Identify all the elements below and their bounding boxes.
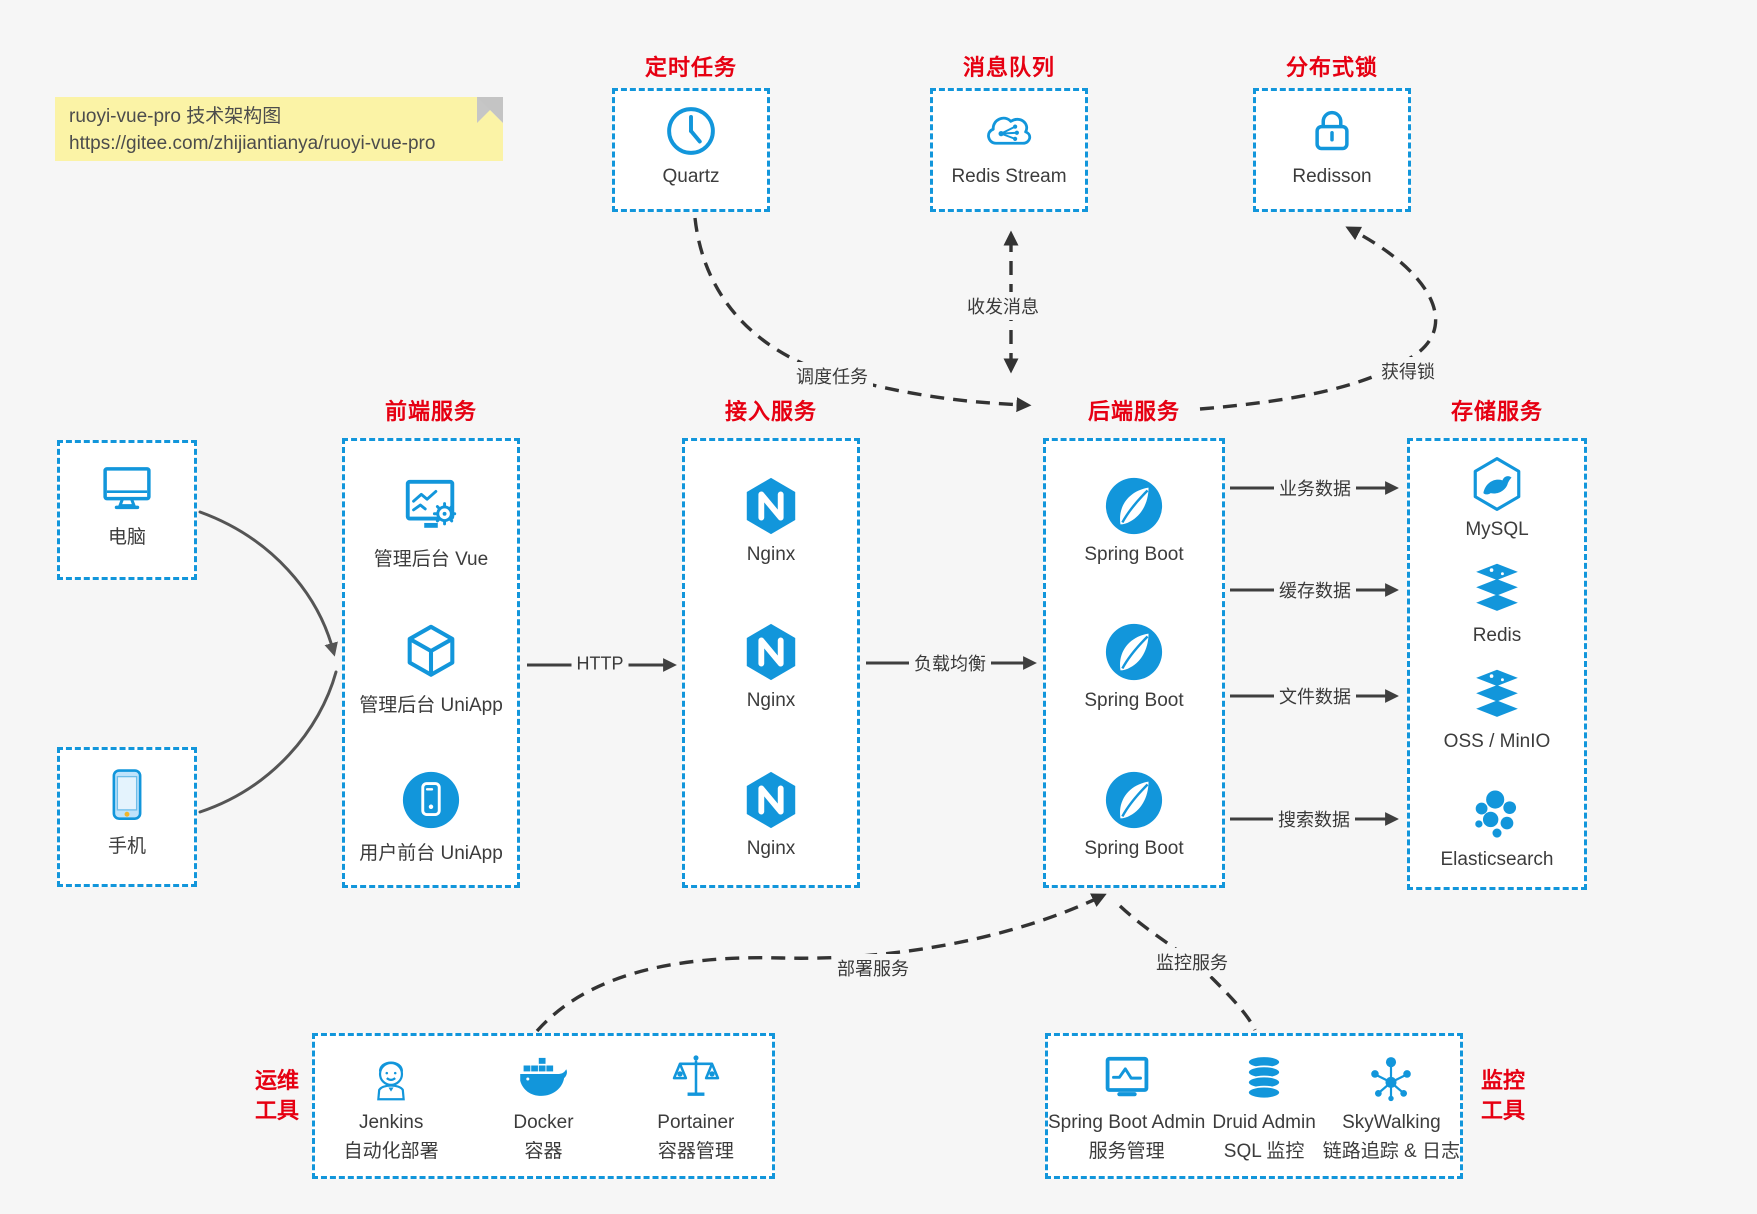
frontend-box: 管理后台 Vue 管理后台 UniApp 用户前台 UniApp bbox=[342, 438, 520, 888]
cache-data-label: 缓存数据 bbox=[1274, 576, 1356, 604]
spring-boot-icon bbox=[1105, 771, 1163, 829]
druid-admin-label: Druid Admin bbox=[1212, 1112, 1316, 1133]
backend-box: Spring Boot Spring Boot Spring Boot bbox=[1043, 438, 1225, 888]
search-data-label: 搜索数据 bbox=[1273, 805, 1355, 833]
spring-boot-icon bbox=[1105, 477, 1163, 535]
nginx-icon bbox=[746, 771, 796, 829]
jenkins-label: Jenkins bbox=[358, 1112, 424, 1133]
redisson-box: Redisson bbox=[1253, 88, 1411, 212]
admin-vue-icon bbox=[405, 479, 457, 528]
druid-icon bbox=[1247, 1055, 1281, 1100]
spring-boot-icon bbox=[1105, 623, 1163, 681]
desktop-icon bbox=[103, 467, 151, 510]
deploy-service-arrow bbox=[535, 893, 1107, 1033]
redisson-label: Redisson bbox=[1292, 166, 1372, 187]
smartphone-icon bbox=[112, 769, 142, 820]
mobile-client-box: 手机 bbox=[57, 747, 197, 887]
docker-desc: 容器 bbox=[524, 1141, 563, 1162]
clock-icon bbox=[667, 107, 715, 155]
oss-minio-label: OSS / MinIO bbox=[1443, 731, 1551, 752]
spring-boot-label: Spring Boot bbox=[1084, 838, 1184, 859]
quartz-box: Quartz bbox=[612, 88, 770, 212]
portainer-desc: 容器管理 bbox=[657, 1141, 734, 1162]
skywalking-item: SkyWalking 链路追踪 & 日志 bbox=[1323, 1036, 1460, 1176]
portainer-item: Portainer 容器管理 bbox=[620, 1036, 772, 1176]
acquire-lock-label: 获得锁 bbox=[1376, 357, 1440, 385]
column-title-backend: 后端服务 bbox=[1087, 399, 1180, 424]
jenkins-desc: 自动化部署 bbox=[343, 1141, 439, 1162]
nginx-label: Nginx bbox=[746, 838, 796, 859]
monitor-service-label: 监控服务 bbox=[1151, 948, 1233, 976]
sticky-note: ruoyi-vue-pro 技术架构图 https://gitee.com/zh… bbox=[55, 97, 503, 161]
mobile-to-frontend-arrow bbox=[198, 670, 338, 814]
docker-label: Docker bbox=[513, 1112, 574, 1133]
group-title-message-queue: 消息队列 bbox=[962, 55, 1055, 80]
spring-boot-admin-item: Spring Boot Admin 服务管理 bbox=[1048, 1036, 1205, 1176]
user-uniapp-icon bbox=[402, 771, 460, 829]
skywalking-label: SkyWalking bbox=[1342, 1112, 1441, 1133]
admin-vue-label: 管理后台 Vue bbox=[373, 549, 489, 570]
lock-icon bbox=[1315, 110, 1349, 151]
elasticsearch-label: Elasticsearch bbox=[1440, 849, 1554, 870]
note-url: https://gitee.com/zhijiantianya/ruoyi-vu… bbox=[69, 133, 436, 154]
cloud-stream-icon bbox=[987, 116, 1032, 145]
pc-to-frontend-arrow bbox=[198, 510, 338, 657]
mysql-label: MySQL bbox=[1465, 519, 1529, 540]
storage-box: MySQL Redis OSS / Mi bbox=[1407, 438, 1587, 890]
object-storage-icon bbox=[1476, 669, 1518, 717]
docker-icon bbox=[520, 1057, 568, 1096]
gateway-box: Nginx Nginx Nginx bbox=[682, 438, 860, 888]
note-fold-corner bbox=[477, 97, 503, 123]
portainer-label: Portainer bbox=[657, 1112, 735, 1133]
pc-label: 电脑 bbox=[107, 527, 146, 548]
ops-tools-side-label: 运维 工具 bbox=[254, 1068, 299, 1123]
uniapp-cube-icon bbox=[407, 624, 455, 677]
business-data-label: 业务数据 bbox=[1274, 474, 1356, 502]
nginx-icon bbox=[746, 477, 796, 535]
redis-stream-label: Redis Stream bbox=[951, 166, 1067, 187]
monitor-tools-box: Spring Boot Admin 服务管理 Druid Admin SQL 监… bbox=[1045, 1033, 1463, 1179]
quartz-label: Quartz bbox=[662, 166, 720, 187]
monitor-tools-side-label: 监控 工具 bbox=[1480, 1068, 1525, 1123]
nginx-icon bbox=[746, 623, 796, 681]
message-label: 收发消息 bbox=[962, 292, 1044, 320]
redis-stream-box: Redis Stream bbox=[930, 88, 1088, 212]
group-title-distributed-lock: 分布式锁 bbox=[1285, 55, 1378, 80]
docker-item: Docker 容器 bbox=[467, 1036, 619, 1176]
deploy-service-label: 部署服务 bbox=[832, 954, 914, 982]
skywalking-icon bbox=[1371, 1057, 1412, 1102]
jenkins-icon bbox=[377, 1061, 406, 1101]
portainer-icon bbox=[672, 1055, 720, 1096]
nginx-label: Nginx bbox=[746, 690, 796, 711]
spring-boot-admin-desc: 服务管理 bbox=[1088, 1141, 1165, 1162]
nginx-label: Nginx bbox=[746, 544, 796, 565]
user-uniapp-label: 用户前台 UniApp bbox=[359, 843, 503, 864]
column-title-gateway: 接入服务 bbox=[724, 399, 817, 424]
note-title: ruoyi-vue-pro 技术架构图 bbox=[69, 106, 282, 127]
redis-label: Redis bbox=[1472, 625, 1522, 646]
druid-admin-desc: SQL 监控 bbox=[1223, 1141, 1305, 1162]
ops-tools-box: Jenkins 自动化部署 Docker 容器 bbox=[312, 1033, 775, 1179]
spring-boot-label: Spring Boot bbox=[1084, 690, 1184, 711]
skywalking-desc: 链路追踪 & 日志 bbox=[1322, 1141, 1460, 1162]
spring-boot-label: Spring Boot bbox=[1084, 544, 1184, 565]
mobile-label: 手机 bbox=[107, 836, 146, 857]
load-balance-label: 负载均衡 bbox=[909, 649, 991, 677]
schedule-task-label: 调度任务 bbox=[791, 362, 873, 390]
spring-boot-admin-label: Spring Boot Admin bbox=[1048, 1112, 1206, 1133]
pc-client-box: 电脑 bbox=[57, 440, 197, 580]
jenkins-item: Jenkins 自动化部署 bbox=[315, 1036, 467, 1176]
http-label: HTTP bbox=[571, 652, 629, 676]
redis-icon bbox=[1476, 563, 1518, 611]
elasticsearch-icon bbox=[1475, 790, 1517, 838]
mysql-icon bbox=[1473, 457, 1521, 511]
column-title-storage: 存储服务 bbox=[1450, 399, 1543, 424]
column-title-frontend: 前端服务 bbox=[384, 399, 477, 424]
druid-admin-item: Druid Admin SQL 监控 bbox=[1205, 1036, 1322, 1176]
file-data-label: 文件数据 bbox=[1274, 682, 1356, 710]
admin-uniapp-label: 管理后台 UniApp bbox=[359, 695, 503, 716]
spring-boot-admin-icon bbox=[1105, 1056, 1148, 1097]
group-title-scheduled-jobs: 定时任务 bbox=[644, 55, 737, 80]
